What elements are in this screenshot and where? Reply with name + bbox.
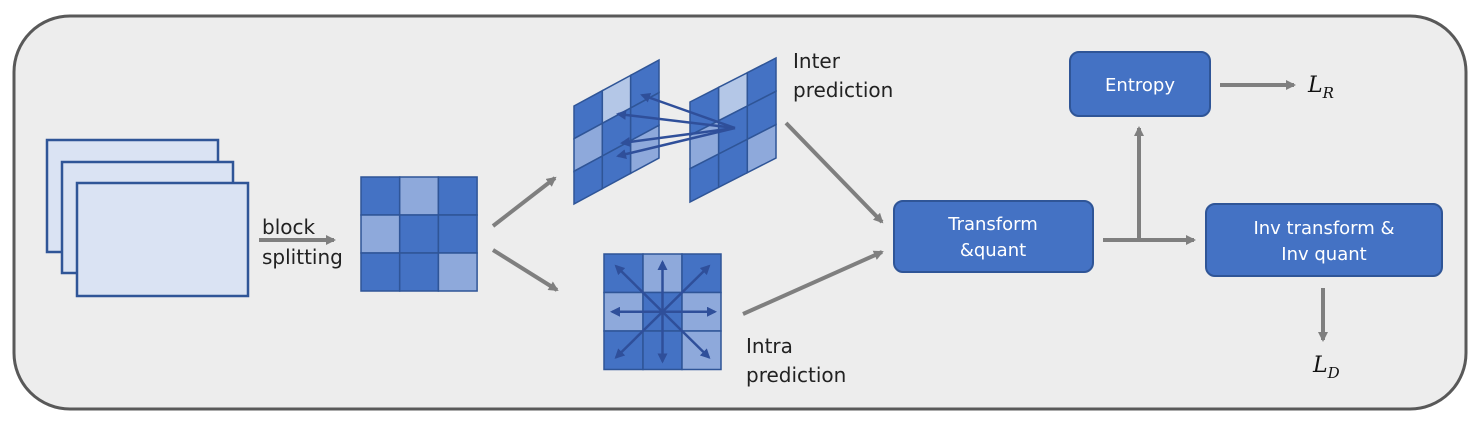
intra-prediction-label-line2: prediction	[746, 363, 846, 387]
inv-transform-box: Inv transform & Inv quant	[1205, 203, 1443, 277]
rate-loss-subscript: R	[1322, 84, 1334, 102]
block-cell	[398, 176, 440, 216]
video-frame-front	[75, 181, 250, 298]
entropy-box: Entropy	[1069, 51, 1211, 117]
rate-loss-main: L	[1307, 73, 1323, 98]
entropy-label: Entropy	[1105, 75, 1175, 96]
arrow-inter-to-transform	[784, 121, 884, 224]
block-splitting-label-line1: block	[262, 215, 315, 239]
inv-transform-rect	[1205, 203, 1443, 277]
distortion-loss-label: LD	[1312, 353, 1340, 382]
intra-direction-arrow	[661, 264, 711, 313]
inter-cell	[746, 123, 777, 174]
block-cell	[360, 252, 401, 292]
transform-quant-box: Transform &quant	[893, 200, 1094, 273]
block-cell	[437, 214, 478, 254]
arrow-to-inter	[491, 176, 557, 228]
block-grid	[360, 176, 478, 292]
arrow-intra-to-transform	[742, 250, 884, 316]
inter-frame-current	[689, 56, 777, 204]
block-splitting-label-line2: splitting	[262, 245, 343, 269]
intra-direction-arrow	[614, 264, 664, 313]
inter-frame-reference	[573, 58, 660, 206]
inter-prediction-label-line1: Inter	[793, 49, 841, 73]
intra-direction-arrows	[610, 260, 717, 364]
transform-quant-label-line1: Transform	[947, 214, 1038, 235]
block-cell	[398, 252, 440, 292]
inv-transform-label-line1: Inv transform &	[1253, 218, 1394, 239]
block-cell	[398, 214, 440, 254]
intra-prediction-label-line1: Intra	[746, 334, 793, 358]
distortion-loss-main: L	[1312, 353, 1328, 378]
block-cell	[360, 214, 401, 254]
motion-vector-1	[640, 92, 736, 130]
rate-loss-label: LR	[1307, 73, 1334, 102]
distortion-loss-subscript: D	[1327, 364, 1340, 382]
input-video-frames	[45, 138, 250, 298]
motion-vector-2	[616, 109, 736, 130]
transform-quant-rect	[893, 200, 1094, 273]
motion-vector-3	[620, 126, 736, 147]
motion-vector-4	[616, 126, 736, 160]
block-cell	[437, 252, 478, 292]
entropy-rect	[1069, 51, 1211, 117]
transform-quant-label-line2: &quant	[960, 240, 1026, 261]
inv-transform-label-line2: Inv quant	[1281, 244, 1366, 265]
inter-prediction-label-line2: prediction	[793, 78, 893, 102]
block-cell	[437, 176, 478, 216]
intra-direction-arrow	[661, 310, 711, 359]
block-cell	[360, 176, 401, 216]
arrow-to-intra	[491, 248, 559, 292]
intra-direction-arrow	[614, 310, 664, 359]
motion-vectors	[616, 92, 736, 160]
